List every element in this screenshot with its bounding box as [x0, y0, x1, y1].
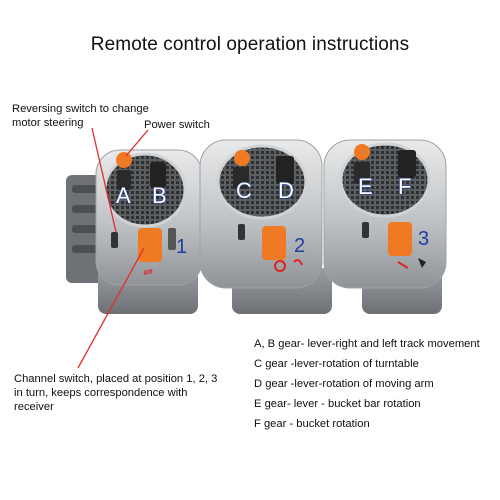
- channel-number: 2: [294, 235, 305, 257]
- pointer-line-power: [125, 129, 149, 157]
- gear-legend: A, B gear- lever-right and left track mo…: [254, 337, 480, 437]
- legend-item: D gear -lever-rotation of moving arm: [254, 378, 434, 390]
- remote-unit-3: E F 3: [323, 139, 447, 314]
- reversing-switch-label: Reversing switch to change motor steerin…: [12, 103, 149, 129]
- excavator-track-icon: ⇌: [143, 265, 153, 279]
- bucket-icon: [418, 258, 426, 268]
- legend-item: F gear - bucket rotation: [254, 418, 370, 430]
- pointer-line-reversing: [91, 127, 117, 233]
- channel-switch-label: Channel switch, placed at position 1, 2,…: [14, 373, 218, 413]
- remote-unit-2: C D 2: [199, 139, 332, 314]
- bucket-bar-icon: [397, 261, 409, 269]
- gear-letter: C: [236, 178, 252, 203]
- channel-number: 3: [418, 228, 429, 250]
- gear-letter: F: [398, 174, 411, 199]
- gear-letter: E: [358, 174, 373, 199]
- legend-item: C gear -lever-rotation of turntable: [254, 358, 419, 370]
- turntable-icon: [274, 260, 286, 272]
- legend-item: A, B gear- lever-right and left track mo…: [254, 338, 480, 350]
- gear-letter: B: [152, 183, 167, 208]
- channel-switch-icon: [138, 228, 162, 262]
- pointer-line-channel: [77, 247, 145, 369]
- gear-letter: A: [116, 183, 131, 208]
- reversing-switch-icon: [111, 232, 118, 248]
- arm-icon: [293, 259, 303, 266]
- legend-item: E gear- lever - bucket bar rotation: [254, 398, 421, 410]
- gear-letter: D: [278, 178, 294, 203]
- power-switch-icon: [116, 152, 132, 168]
- remote-unit-1: A B 1 ⇌: [95, 149, 203, 314]
- power-switch-label: Power switch: [144, 119, 210, 131]
- channel-number: 1: [176, 236, 187, 258]
- page-title: Remote control operation instructions: [90, 34, 410, 55]
